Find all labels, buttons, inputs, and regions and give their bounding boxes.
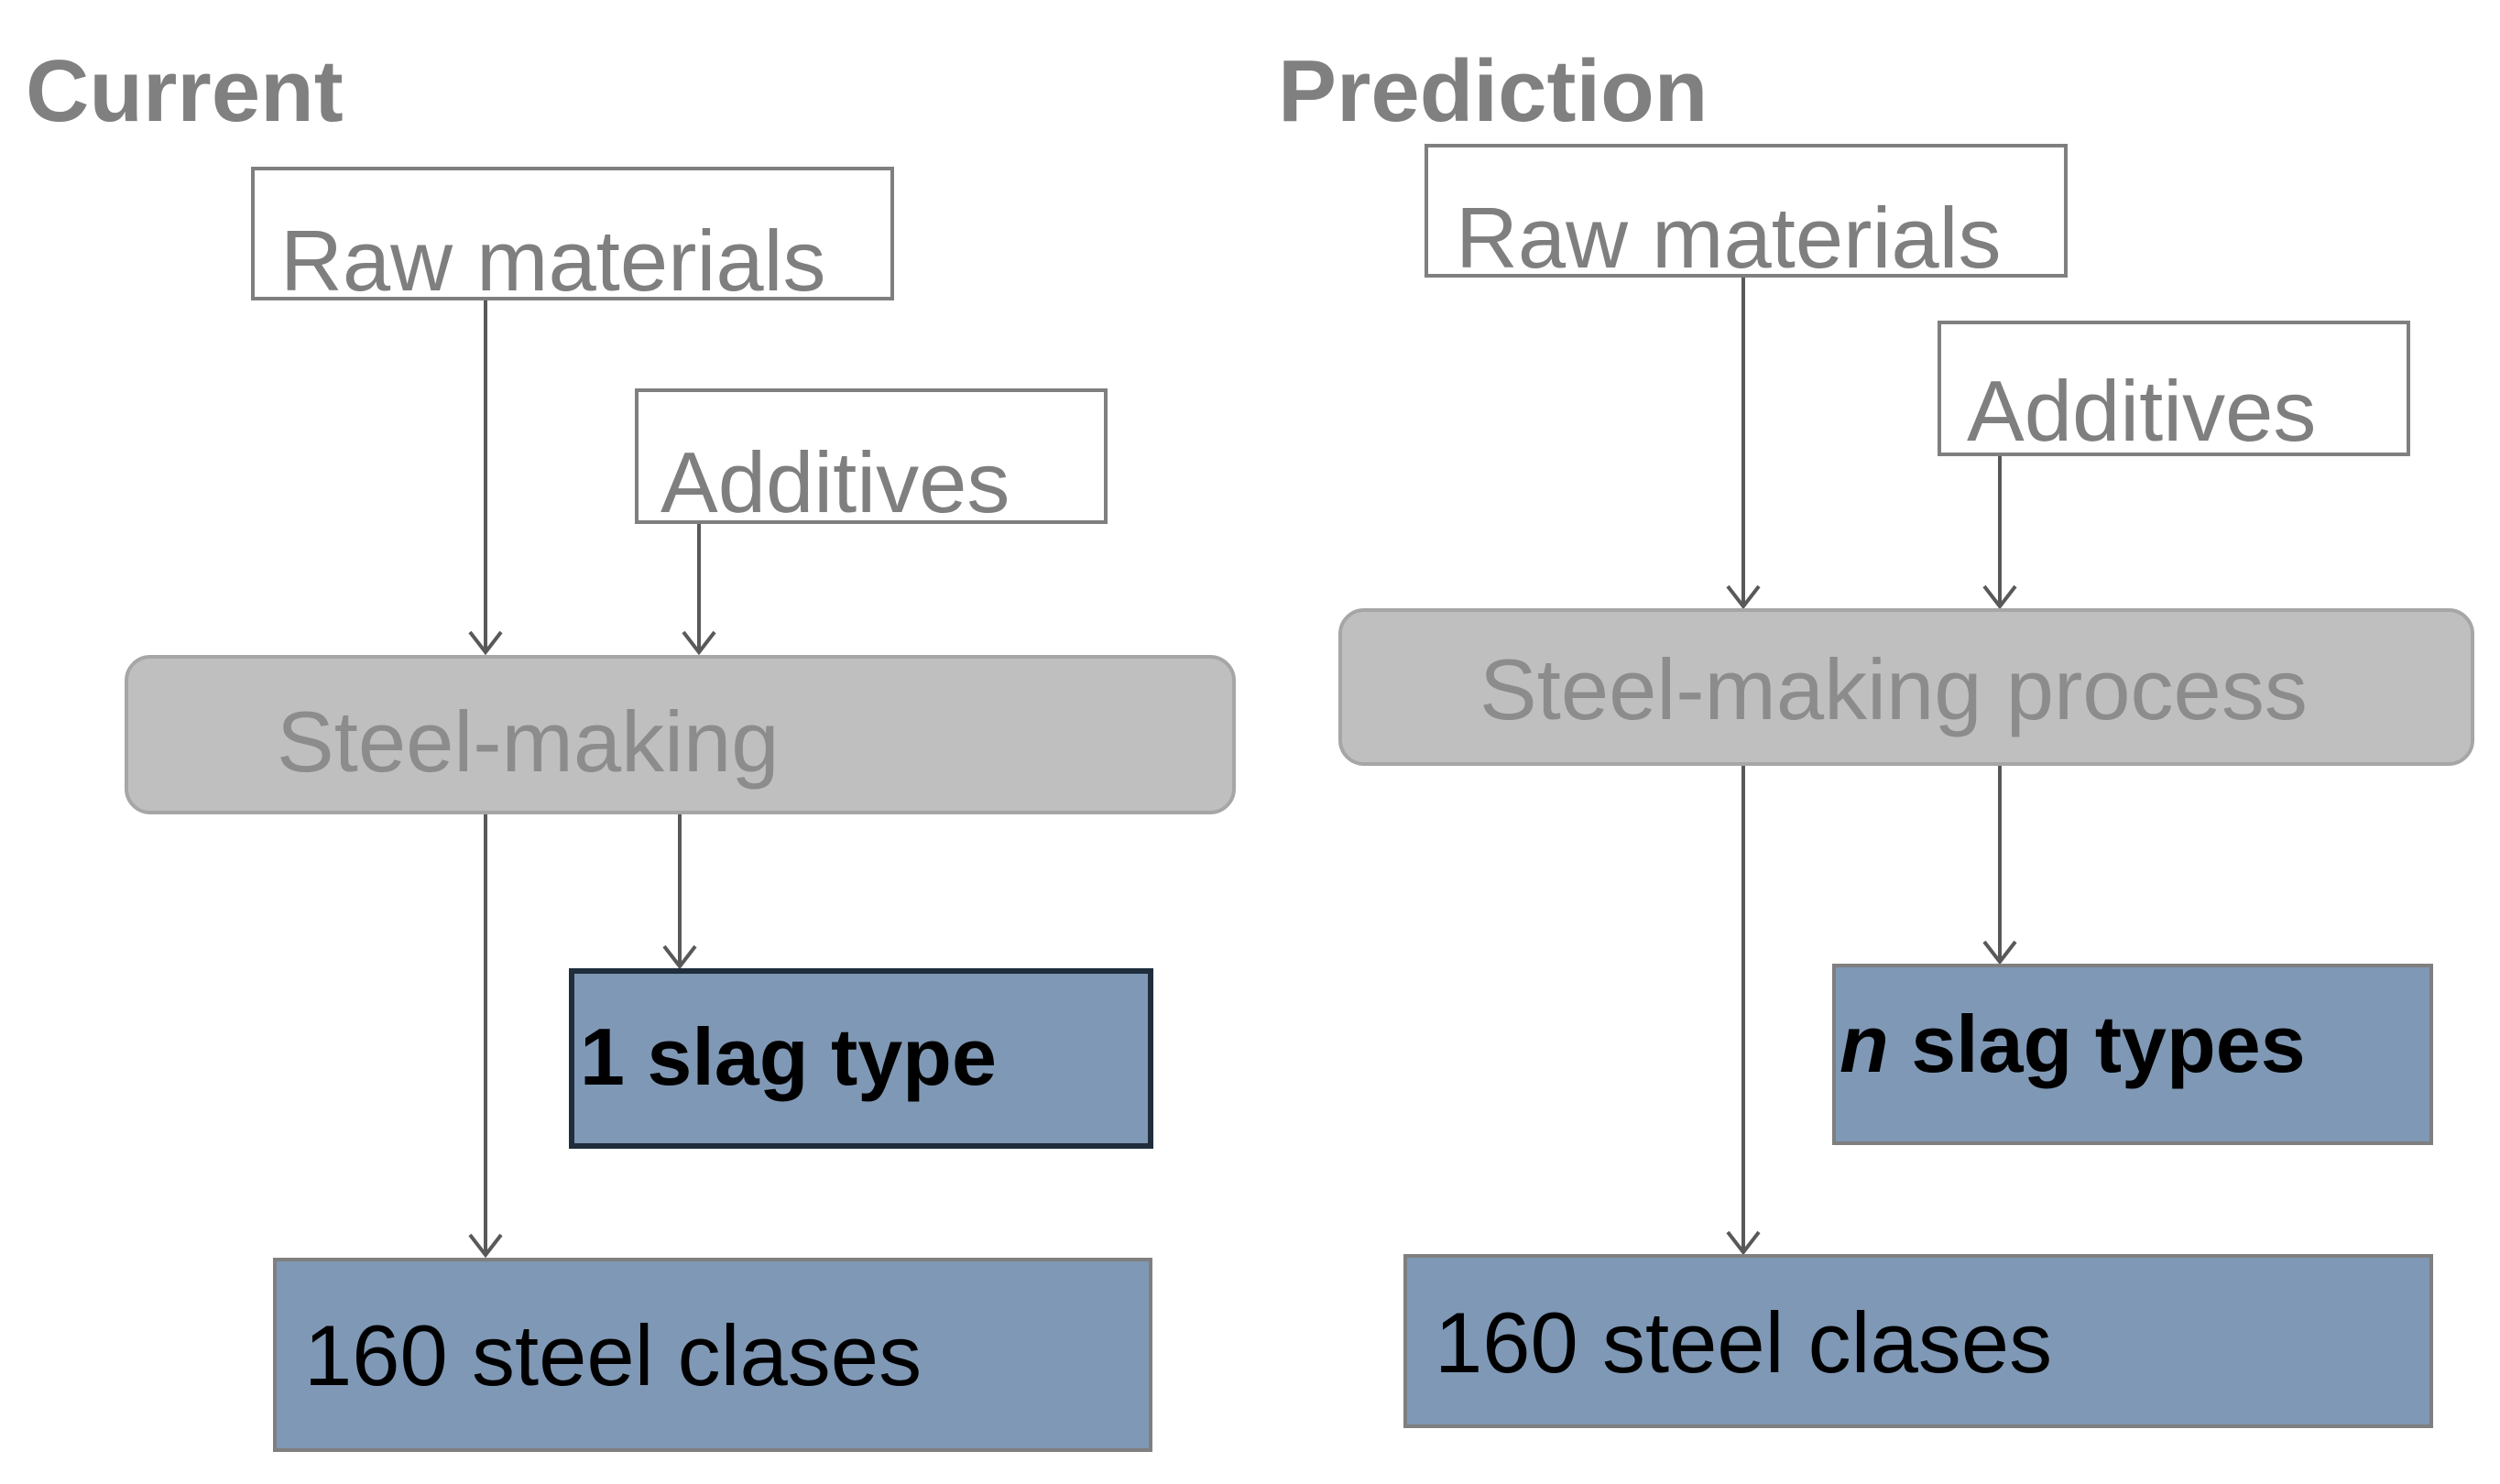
arrowhead — [1982, 584, 2017, 610]
arrowhead — [468, 1233, 503, 1259]
additives-label: Additives — [1967, 363, 2317, 459]
slag-types-box-prediction: n slag types — [1832, 964, 2433, 1145]
slag-count: n — [1840, 998, 1889, 1089]
steel-classes-box-prediction: 160 steel clases — [1403, 1254, 2433, 1428]
steel-classes-label: 160 steel clases — [304, 1307, 922, 1403]
prediction-heading: Prediction — [1278, 42, 1709, 140]
arrowhead — [1726, 584, 1761, 610]
additives-box-current: Additives — [635, 388, 1108, 530]
additives-box-prediction: Additives — [1938, 321, 2410, 456]
steel-making-label: Steel-making — [277, 693, 780, 790]
raw-materials-box-prediction: Raw materials — [1425, 144, 2068, 286]
steel-classes-label: 160 steel clases — [1435, 1294, 2053, 1391]
slag-types-label: n slag types — [1840, 1004, 2306, 1085]
arrowhead — [662, 944, 697, 970]
slag-label-text: slag type — [624, 1011, 997, 1102]
raw-materials-label: Raw materials — [1456, 190, 2002, 286]
arrowhead — [1982, 940, 2017, 966]
current-heading: Current — [26, 42, 344, 140]
slag-type-box-current: 1 slag type — [569, 968, 1153, 1149]
arrowhead — [682, 630, 716, 656]
raw-materials-label: Raw materials — [280, 213, 826, 309]
arrowhead — [1726, 1230, 1761, 1256]
slag-type-label: 1 slag type — [580, 1017, 997, 1097]
steel-classes-box-current: 160 steel clases — [273, 1258, 1152, 1452]
arrowhead — [468, 630, 503, 656]
slag-label-text: slag types — [1888, 998, 2306, 1089]
additives-label: Additives — [660, 434, 1010, 530]
raw-materials-box-current: Raw materials — [251, 167, 894, 304]
slag-count: 1 — [580, 1011, 625, 1102]
steel-making-process-label: Steel-making process — [1479, 641, 2308, 737]
steel-making-box-current: Steel-making — [125, 655, 1236, 814]
steel-making-process-box-prediction: Steel-making process — [1338, 608, 2474, 766]
